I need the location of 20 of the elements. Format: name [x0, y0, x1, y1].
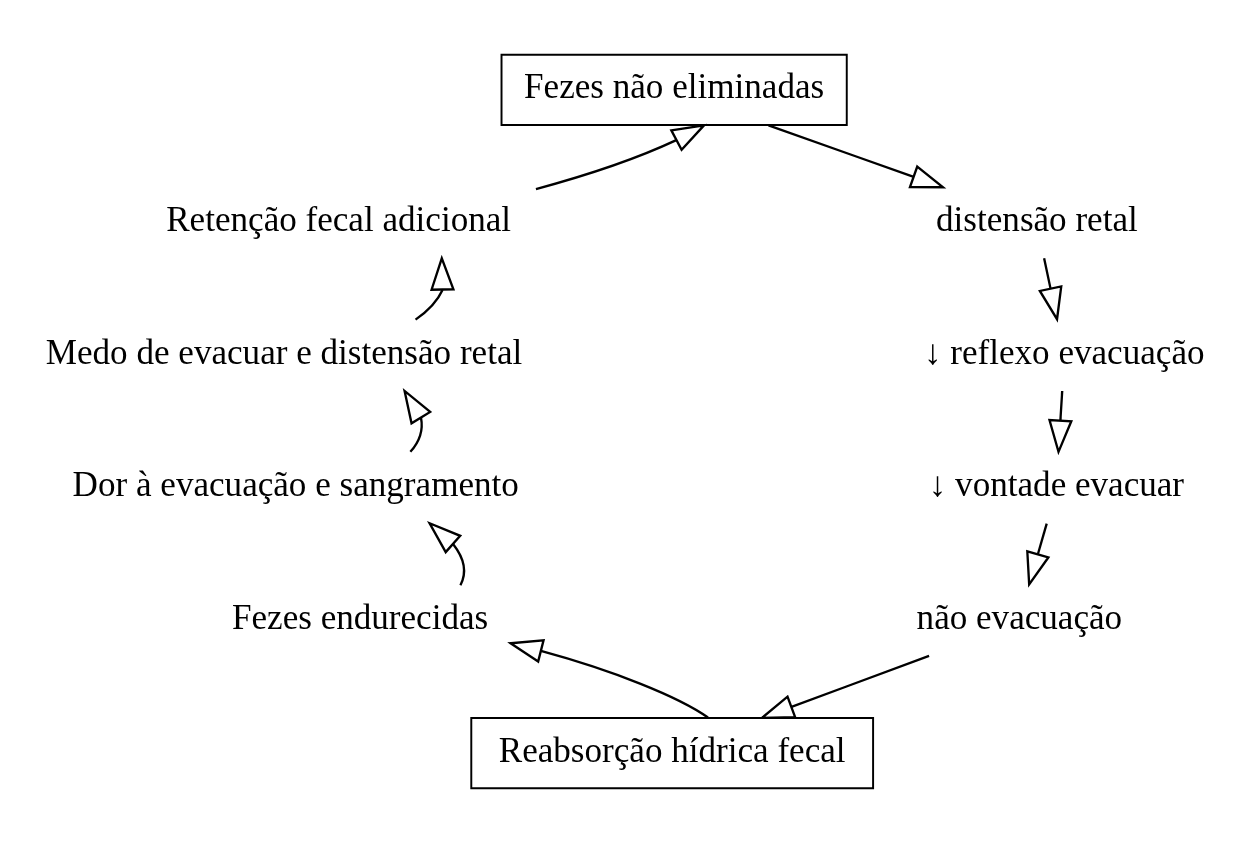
arrow — [426, 520, 466, 586]
node-text: Dor à evacuação e sangramento — [72, 464, 519, 504]
node-text: Fezes endurecidas — [231, 597, 489, 637]
arrow — [1038, 257, 1063, 323]
arrow — [1026, 522, 1051, 588]
node-box: Reabsorção hídrica fecal — [470, 716, 875, 789]
node-text: ↓ vontade evacuar — [928, 464, 1185, 504]
node-text: ↓ reflexo evacuação — [923, 332, 1205, 372]
node-text: Medo de evacuar e distensão retal — [45, 332, 523, 372]
node-text: Retenção fecal adicional — [166, 199, 512, 239]
arrow — [758, 654, 930, 719]
node-text: não evacuação — [916, 597, 1123, 637]
arrow — [768, 123, 947, 188]
arrow — [507, 638, 709, 718]
arrow — [402, 387, 433, 453]
arrow — [414, 254, 456, 321]
node-text: distensão retal — [936, 199, 1138, 239]
node-box: Fezes não eliminadas — [500, 53, 848, 126]
arrow — [535, 123, 708, 190]
arrow — [1047, 390, 1073, 455]
